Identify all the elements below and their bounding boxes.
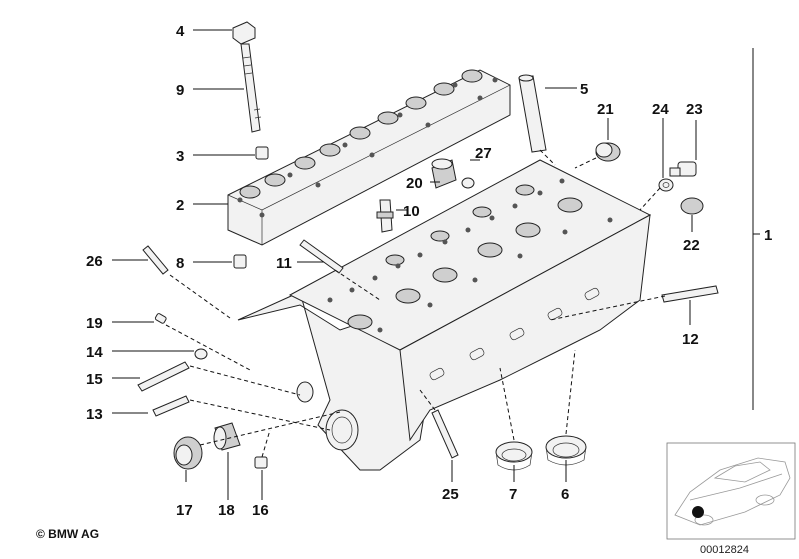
callout-27: 27 [475,145,492,162]
part-17-seal [173,436,203,470]
part-9-stud [240,43,262,133]
part-23-bolt [669,161,697,177]
part-18-bushing [213,422,241,451]
locator-inset [666,442,796,540]
part-26-dowel [142,245,169,275]
location-marker-icon [692,506,704,518]
callout-12: 12 [682,331,699,348]
callout-7: 7 [509,486,517,503]
part-22-plug [680,197,704,215]
callout-5: 5 [580,81,588,98]
deck-bolts [327,178,613,333]
callout-25: 25 [442,486,459,503]
callout-22: 22 [683,237,700,254]
callout-18: 18 [218,502,235,519]
part-7-seal [495,441,533,471]
callout-14: 14 [86,344,103,361]
callout-labels: 4 9 3 2 8 26 11 5 21 24 23 27 20 10 22 1… [86,23,772,519]
callout-9: 9 [176,82,184,99]
callout-20: 20 [406,175,423,192]
callout-24: 24 [652,101,669,118]
part-24-washer [658,178,674,192]
part-25-dowel [431,409,459,459]
callout-8: 8 [176,255,184,272]
callout-6: 6 [561,486,569,503]
bearing-ladder [227,69,511,246]
part-27-pin [461,177,475,189]
part-5-tube [518,74,547,153]
callout-13: 13 [86,406,103,423]
callout-11: 11 [276,255,292,272]
side-ports [429,287,600,381]
callout-23: 23 [686,101,703,118]
callout-26: 26 [86,253,103,270]
part-4-nut [232,21,256,45]
part-21-plug [595,142,621,162]
callout-16: 16 [252,502,269,519]
part-15-stud [137,361,190,392]
part-8-sleeve [233,254,247,269]
callout-10: 10 [403,203,420,220]
part-10-fitting [376,199,394,233]
part-20-cap [431,158,457,189]
leader-lines [112,29,760,500]
callout-19: 19 [86,315,103,332]
callout-15: 15 [86,371,103,388]
part-12-stud [661,285,719,303]
part-19-pin [154,313,167,324]
part-14-sleeve [194,348,208,360]
copyright-text: © BMW AG [36,527,99,541]
callout-21: 21 [597,101,614,118]
part-13-stud [152,395,190,417]
callout-2: 2 [176,197,184,214]
part-3-sleeve [255,146,269,160]
callout-4: 4 [176,23,185,40]
document-number: 00012824 [700,544,749,556]
car-silhouette-icon [674,457,791,526]
part-16-sleeve [254,456,268,469]
inset-frame [666,442,796,540]
cam-journals [347,184,583,330]
callout-1: 1 [764,227,772,244]
callout-3: 3 [176,148,184,165]
cylinder-head [237,159,652,471]
part-11-dowel [299,239,344,274]
callout-17: 17 [176,502,193,519]
